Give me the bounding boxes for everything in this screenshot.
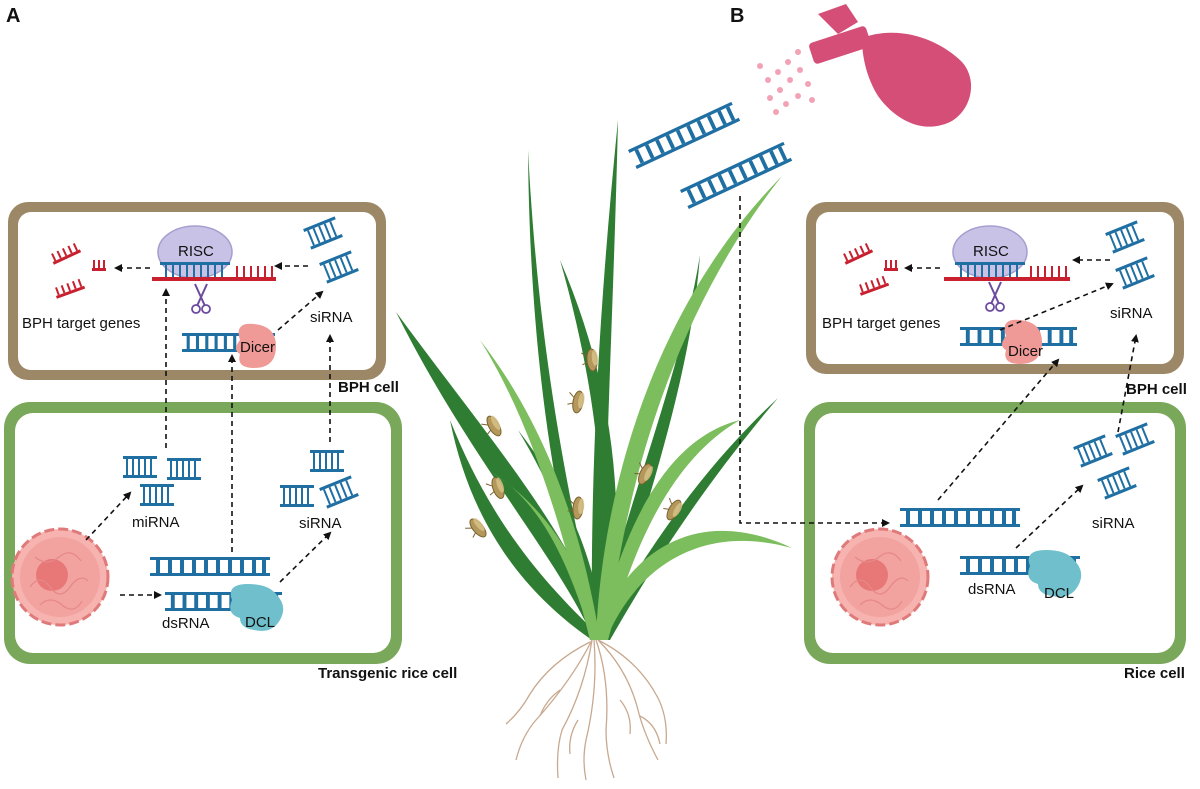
scissors-icon [985,281,1005,312]
panel-a-mirna-label: miRNA [132,514,180,531]
rice-plant [396,120,792,781]
panel-a-bph-cell-label: BPH cell [338,379,399,396]
panel-b-dsrna-label: dsRNA [968,581,1016,598]
panel-a-dicer-label: Dicer [240,339,275,356]
panel-b-letter: B [730,5,744,27]
panel-a-risc-label: RISC [178,243,214,260]
panel-b-risc-complex: RISC [944,225,1070,281]
panel-b-target-label: BPH target genes [822,315,940,332]
panel-b-bph-cell [806,202,1184,374]
rice-leaves-dark [396,120,778,640]
scissors-icon [191,283,211,314]
panel-a-risc-complex: RISC [152,225,276,281]
panel-a-bph-cell [8,202,386,380]
panel-b-dicer-label: Dicer [1008,343,1043,360]
panel-b-dicer-dsrna: Dicer [960,319,1077,364]
panel-b-rice-cell-label: Rice cell [1124,665,1185,682]
spray-bottle-icon [757,4,972,127]
panel-a-bph-sirna-label: siRNA [310,309,353,326]
panel-b-rice-sirna-label: siRNA [1092,515,1135,532]
panel-a-dcl-label: DCL [245,614,275,631]
panel-b-arrows [739,196,1139,549]
panel-b-dcl-label: DCL [1044,585,1074,602]
panel-b-bph-sirna-label: siRNA [1110,305,1153,322]
panel-b-bph-cell-label: BPH cell [1126,381,1187,398]
panel-a-rice-sirna-label: siRNA [299,515,342,532]
rice-roots [505,639,667,781]
panel-a-nucleus [10,527,110,627]
rice-leaves-light [480,176,792,640]
panel-a-arrows [85,262,334,599]
panel-b-risc-label: RISC [973,243,1009,260]
panel-a-letter: A [6,5,20,27]
panel-a-dicer-dsrna: Dicer [182,323,276,368]
panel-b-dsrna: DCL [960,550,1082,602]
panel-a-dsrna-label: dsRNA [162,615,210,632]
panel-a-dsrna: DCL [150,557,284,631]
panel-a-target-label: BPH target genes [22,315,140,332]
panel-b-nucleus [830,527,930,627]
panel-a-rice-cell-label: Transgenic rice cell [318,665,457,682]
